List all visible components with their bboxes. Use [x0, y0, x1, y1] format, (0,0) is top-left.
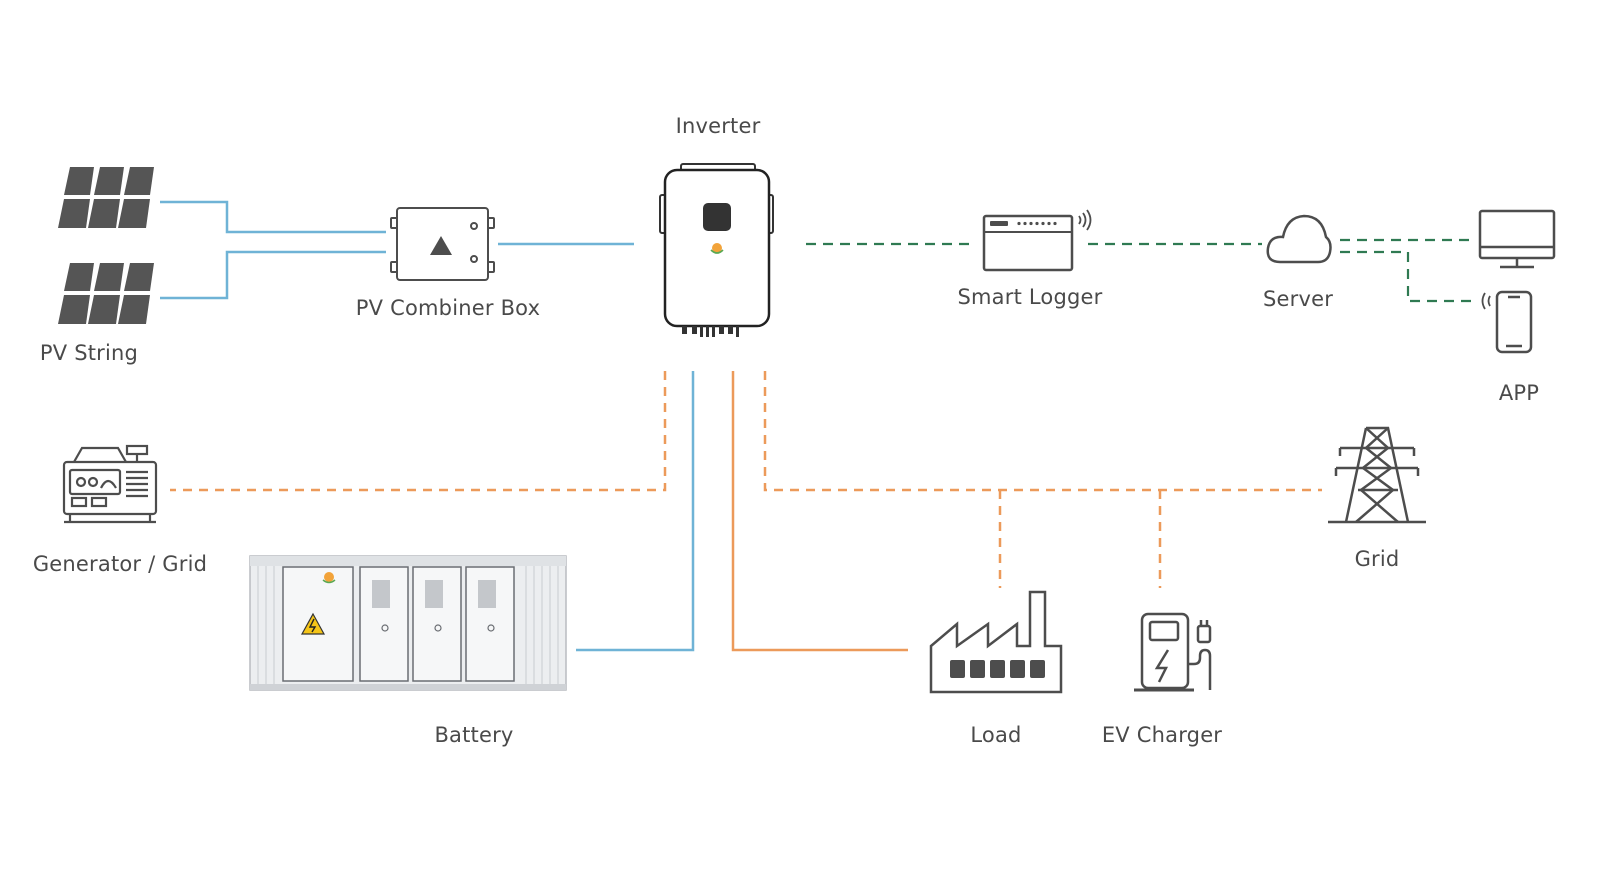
pv-string-2-line [160, 250, 386, 300]
warning-icon [300, 612, 326, 635]
pv-string-1-line [160, 200, 386, 234]
battery-container-icon [249, 555, 567, 691]
data-logger-icon [982, 209, 1092, 272]
ev-charger-icon [1134, 612, 1212, 692]
pv-string-label: PV String [39, 341, 139, 365]
inverter-to-grid-line [763, 371, 1322, 492]
combiner-box-icon [390, 207, 495, 281]
communication-connections [806, 238, 1472, 303]
generator-grid-label: Generator / Grid [32, 552, 208, 576]
factory-icon [929, 590, 1063, 694]
inverter-label: Inverter [675, 114, 761, 138]
ac-dashed-connections [170, 371, 1322, 588]
inverter-to-generator-line [170, 371, 667, 492]
dc-connections [160, 200, 695, 652]
generator-icon [62, 444, 158, 524]
smartphone-icon [1481, 290, 1533, 354]
grid-label: Grid [1354, 547, 1400, 571]
wireless-signal-icon [1078, 209, 1092, 231]
monitor-icon [1478, 209, 1556, 269]
cloud-icon [1266, 214, 1332, 264]
ev-charger-label: EV Charger [1101, 723, 1223, 747]
pv-string-icon [58, 167, 154, 324]
inverter-icon [659, 163, 774, 337]
ac-connections [731, 371, 908, 652]
server-to-phone-line [1340, 250, 1472, 303]
transmission-tower-icon [1328, 426, 1426, 524]
battery-label: Battery [434, 723, 514, 747]
server-label: Server [1262, 287, 1334, 311]
smart-logger-label: Smart Logger [957, 285, 1103, 309]
inverter-to-battery-line [576, 371, 695, 652]
pv-combiner-box-label: PV Combiner Box [355, 296, 541, 320]
app-label: APP [1498, 381, 1540, 405]
inverter-to-load-line [731, 371, 908, 652]
load-label: Load [970, 723, 1022, 747]
brand-logo-icon [712, 243, 722, 253]
solar-panel-icon [58, 263, 154, 324]
solar-panel-icon [58, 167, 154, 228]
